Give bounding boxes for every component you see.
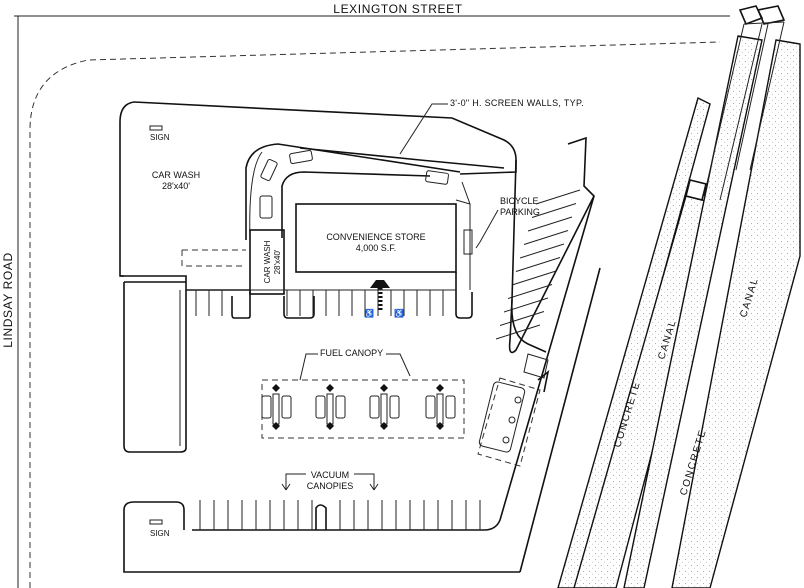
vehicle [335,395,346,419]
vehicle [369,395,380,419]
pump-marker [326,384,334,392]
fuel-tank-area [477,353,550,467]
accessible-stall-symbol-2: ♿ [394,308,404,318]
parking-stall-line [535,189,581,205]
drive-thru-lane-outer [245,143,461,240]
car-wash-dashed-outline [181,249,246,267]
car-wash-building-title: CAR WASH [263,240,272,283]
canal-structure [685,5,786,201]
parking-stall-line [515,257,561,272]
vacuum-canopies: VACUUM CANOPIES [281,470,379,491]
vehicle [315,395,326,419]
pump-marker [272,422,280,430]
car-wash-building-size: 28'x40' [273,249,282,274]
vehicle [425,395,436,419]
fuel-canopy: FUEL CANOPY [261,348,465,439]
lindsay-road-label: LINDSAY ROAD [1,252,15,347]
parking-stall-line [495,324,541,340]
car-wash-building: CAR WASH 28'x40' [249,229,285,295]
car-wash-area-title: CAR WASH [152,170,200,180]
fuel-pump-island [425,384,456,430]
sign-south-label: SIGN [150,529,170,538]
screen-walls-label: 3'-0" H. SCREEN WALLS, TYP. [450,98,584,108]
concrete-canal-right [623,35,801,588]
lindsay-road: LINDSAY ROAD [1,16,19,588]
west-driveway [120,275,186,283]
drive-thru-lane-inner [281,171,431,238]
vehicle [281,395,292,419]
vacuum-island [315,504,327,530]
pump-marker [436,422,444,430]
screen-wall-north [249,147,505,241]
accessible-stall-symbol-1: ♿ [364,308,374,318]
east-angled-stalls [495,189,581,340]
east-parking-curb [511,159,547,353]
vehicle [261,395,272,419]
parking-stall-line [531,203,577,218]
bicycle-parking: BICYCLE PARKING [455,181,540,290]
parking-stall-line [503,297,549,313]
bicycle-parking-label-2: PARKING [500,207,540,217]
vacuum-stalls [199,500,481,530]
sign-north: SIGN [149,125,170,142]
parking-stall-line [519,243,565,259]
convenience-store: CONVENIENCE STORE 4,000 S.F. ♿ ♿ [295,203,457,318]
pump-marker [272,384,280,392]
pump-marker [380,384,388,392]
property-line [29,41,721,588]
parking-stall-line [523,230,569,245]
fuel-canopy-label: FUEL CANOPY [320,348,383,358]
store-size: 4,000 S.F. [356,243,397,253]
vehicle [445,395,456,419]
fuel-pump-island [261,384,292,430]
lexington-street: LEXINGTON STREET [14,2,730,17]
pump-marker [326,422,334,430]
site-pavement-outline [119,101,187,453]
vehicle [389,395,400,419]
lexington-street-label: LEXINGTON STREET [333,2,462,16]
bicycle-parking-label-1: BICYCLE [500,196,539,206]
fuel-pump-island [369,384,400,430]
parking-stall-line [511,270,557,286]
vacuum-label-1: VACUUM [311,470,349,480]
store-front-parking [186,272,473,319]
pump-marker [436,384,444,392]
sign-north-label: SIGN [150,133,170,142]
parking-stall-line [499,311,545,326]
car-wash-area-label: CAR WASH 28'x40' [152,170,200,191]
screen-walls-leader [399,103,448,155]
store-title: CONVENIENCE STORE [326,232,425,242]
vacuum-label-2: CANOPIES [307,481,354,491]
sign-south: SIGN [149,519,170,538]
vehicles-drive-thru [259,149,449,219]
parking-stall-line [507,284,553,299]
fuel-pump-island [315,384,346,430]
store-front-stalls [195,290,444,316]
car-wash-area-size: 28'x40' [162,181,190,191]
pump-marker [380,422,388,430]
fuel-pumps [261,384,456,430]
parking-stall-line [527,216,573,232]
